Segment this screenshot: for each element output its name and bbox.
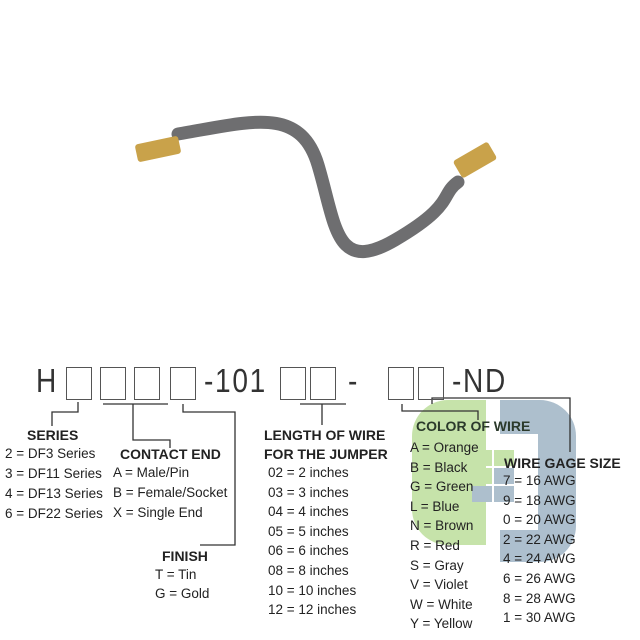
left-contact — [135, 136, 181, 162]
color-box — [388, 367, 414, 400]
legend-item: B = Black — [410, 459, 468, 475]
legend-item: 7 = 16 AWG — [503, 473, 576, 488]
legend-item: G = Green — [410, 479, 474, 495]
legend-item: 08 = 8 inches — [268, 562, 349, 578]
contact-box-1 — [100, 367, 126, 400]
callout-lines — [51, 397, 571, 546]
legend-item: 12 = 12 inches — [268, 602, 357, 618]
part-sep: - — [348, 362, 360, 399]
legend-item: 2 = 22 AWG — [503, 531, 576, 547]
legend-item: 2 = DF3 Series — [5, 446, 96, 461]
legend-item: L = Blue — [410, 498, 460, 514]
legend-item: A = Orange — [410, 440, 479, 455]
length-title-2: FOR THE JUMPER — [264, 446, 388, 462]
legend-item: 06 = 6 inches — [268, 543, 349, 559]
part-prefix: H — [36, 362, 58, 399]
legend-item: X = Single End — [113, 505, 203, 520]
finish-list: T = Tin G = Gold — [155, 567, 209, 605]
legend-item: 6 = 26 AWG — [503, 570, 576, 586]
series-box — [66, 367, 92, 400]
legend-item: R = Red — [410, 537, 460, 553]
legend-item: V = Violet — [410, 577, 468, 593]
contact-title: CONTACT END — [120, 446, 221, 462]
part-mid: -101 — [204, 362, 267, 399]
legend-item: 03 = 3 inches — [268, 484, 349, 500]
length-list: 02 = 2 inches 03 = 3 inches 04 = 4 inches 0… — [268, 465, 356, 622]
legend-item: 02 = 2 inches — [268, 465, 349, 480]
contact-box-2 — [134, 367, 160, 400]
gage-box — [418, 367, 444, 400]
finish-title: FINISH — [162, 548, 208, 564]
legend-item: B = Female/Socket — [113, 485, 228, 500]
legend-item: S = Gray — [410, 557, 464, 573]
legend-item: T = Tin — [155, 567, 197, 582]
gage-title: WIRE GAGE SIZE — [504, 455, 621, 471]
legend-item: 4 = DF13 Series — [5, 486, 103, 501]
right-contact — [453, 142, 497, 178]
gage-list: 7 = 16 AWG 9 = 18 AWG 0 = 20 AWG 2 = 22 AWG… — [503, 473, 576, 630]
legend-item: 0 = 20 AWG — [503, 512, 576, 528]
part-suffix: -ND — [452, 362, 507, 399]
length-title-1: LENGTH OF WIRE — [264, 427, 386, 443]
legend-item: 8 = 28 AWG — [503, 590, 576, 606]
legend-item: 6 = DF22 Series — [5, 506, 103, 521]
legend-item: G = Gold — [155, 586, 210, 601]
finish-box — [170, 367, 196, 400]
legend-item: N = Brown — [410, 518, 474, 534]
color-list: A = Orange B = Black G = Green L = Blue N = … — [410, 440, 479, 636]
length-box-2 — [310, 367, 336, 400]
legend-item: 05 = 5 inches — [268, 523, 349, 539]
legend-item: 4 = 24 AWG — [503, 551, 576, 567]
legend-item: A = Male/Pin — [113, 465, 190, 480]
length-box-1 — [280, 367, 306, 400]
legend-item: 1 = 30 AWG — [503, 610, 576, 626]
legend-item: W = White — [410, 596, 473, 612]
legend-item: 04 = 4 inches — [268, 504, 349, 520]
contact-list: A = Male/Pin B = Female/Socket X = Single … — [113, 465, 227, 525]
legend-item: 10 = 10 inches — [268, 582, 357, 598]
color-title: COLOR OF WIRE — [416, 418, 531, 434]
series-title: SERIES — [27, 427, 79, 443]
wire-cable — [171, 115, 465, 259]
series-list: 2 = DF3 Series 3 = DF11 Series 4 = DF13 Se… — [5, 446, 103, 526]
legend-item: Y = Yellow — [410, 616, 473, 632]
legend-item: 9 = 18 AWG — [503, 492, 576, 508]
legend-item: 3 = DF11 Series — [5, 466, 102, 481]
watermark-logo — [412, 400, 576, 562]
